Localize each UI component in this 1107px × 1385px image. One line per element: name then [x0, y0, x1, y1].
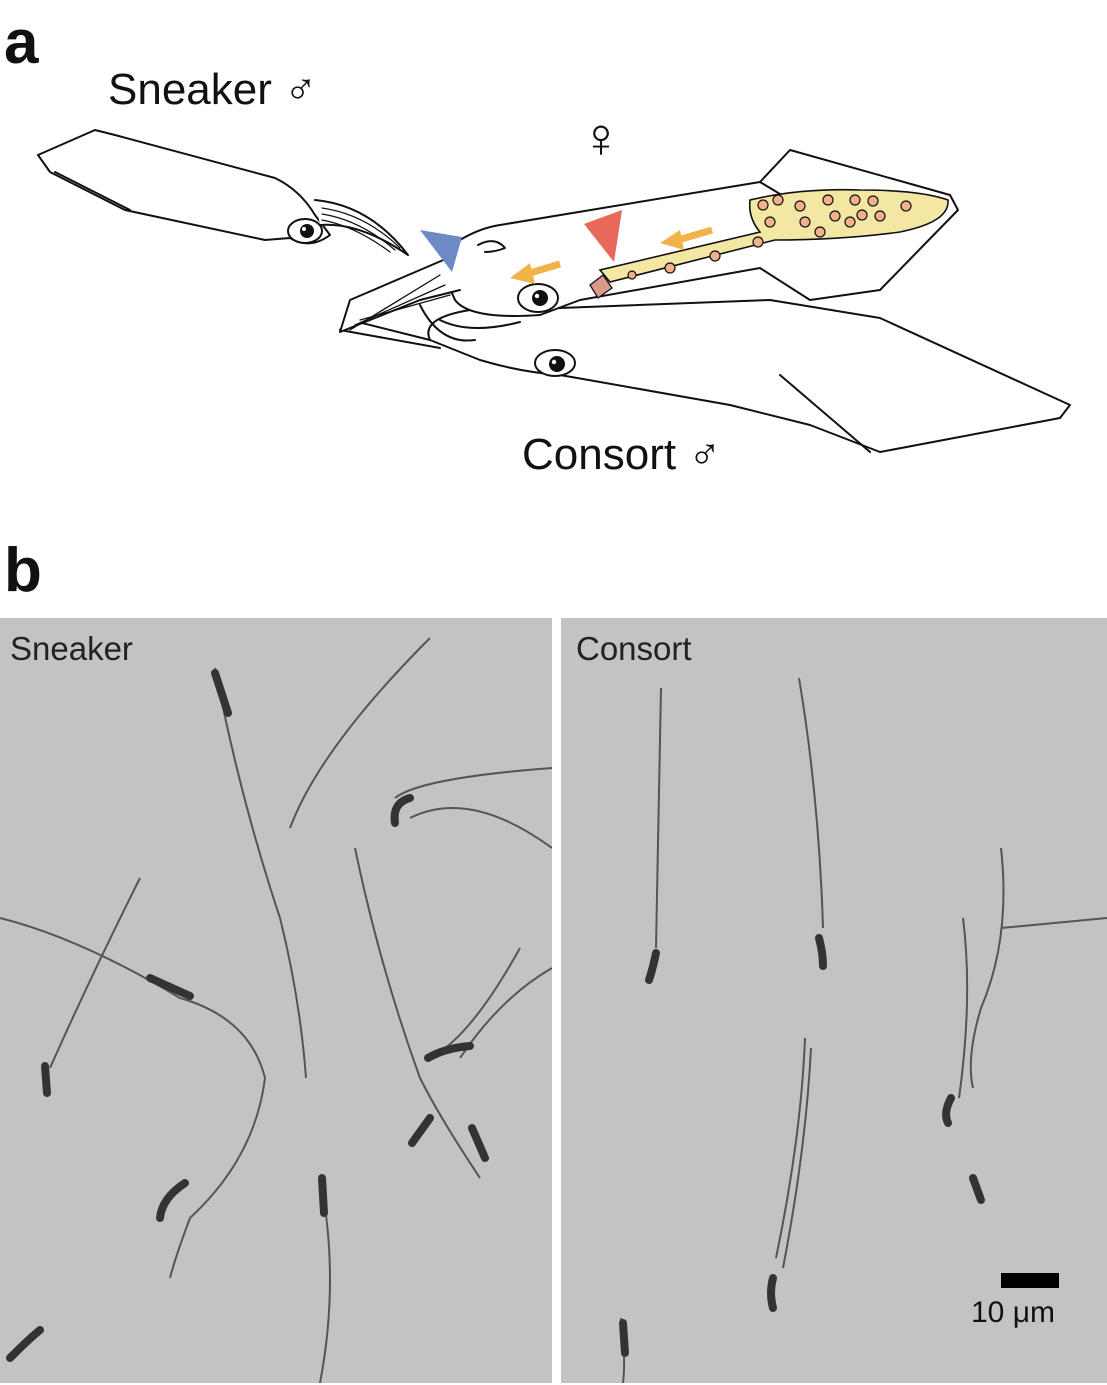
consort-red-arrowhead: [584, 210, 622, 262]
scale-bar: [1001, 1273, 1059, 1288]
sneaker-blue-arrowhead: [420, 230, 462, 272]
sperm-flow-arrows: [510, 226, 713, 284]
consort-male-squid: [339, 299, 1071, 453]
sneaker-male-squid: [37, 129, 409, 256]
panel-a-letter: a: [4, 8, 39, 77]
sneaker-micrograph-label: Sneaker: [10, 630, 133, 667]
female-symbol: ♀: [580, 106, 622, 169]
sneaker-sperm-cells: [0, 637, 552, 1383]
consort-micrograph-label: Consort: [576, 630, 692, 667]
consort-male-label: Consort ♂: [522, 430, 722, 479]
consort-sperm-micrograph: Consort 10 μm: [561, 618, 1107, 1383]
sneaker-male-label: Sneaker ♂: [108, 65, 318, 114]
consort-sperm-cells: [619, 677, 1107, 1383]
scale-bar-label: 10 μm: [971, 1296, 1055, 1329]
panel-b-letter: b: [4, 536, 42, 605]
sperm-mass-dots: [627, 194, 912, 280]
sneaker-sperm-micrograph: Sneaker: [0, 618, 552, 1383]
squid-mating-diagram: [37, 129, 1071, 453]
